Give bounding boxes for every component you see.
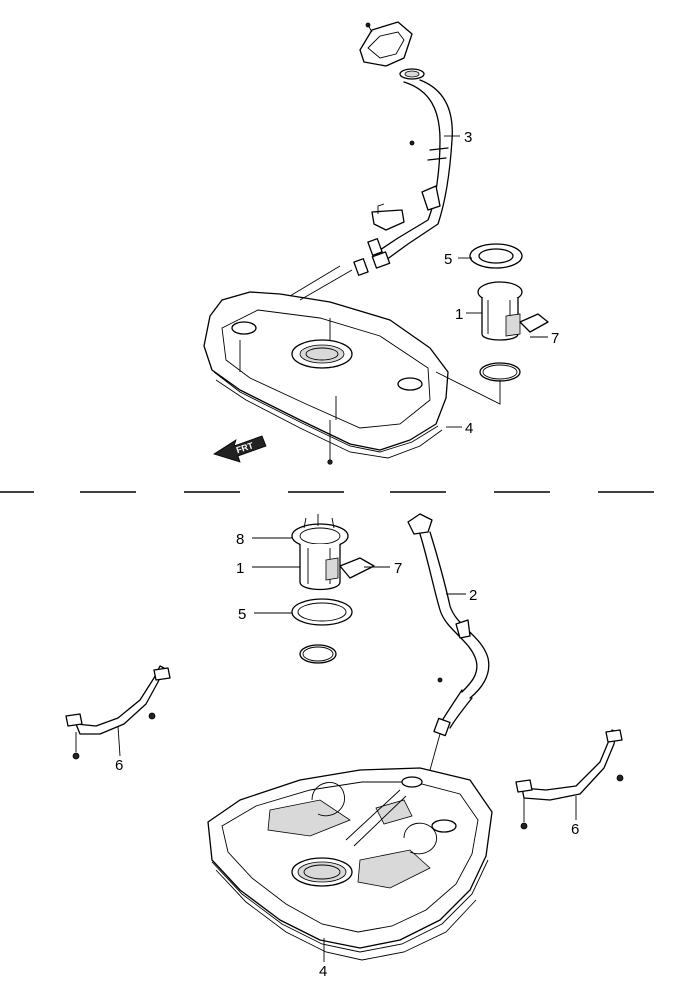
callout-1: 1: [455, 306, 463, 323]
upper-assembly: FRT 3 5 1 7 4: [203, 21, 559, 465]
lower-fuel-pump-module: [291, 514, 375, 664]
callout-6-left: 6: [115, 757, 123, 774]
upper-filler-pipe: [353, 79, 453, 276]
upper-fuel-pump-module: [435, 243, 549, 405]
callout-6-right: 6: [571, 821, 579, 838]
callout-3: 3: [464, 129, 472, 146]
callout-5-lower: 5: [238, 606, 246, 623]
callout-5: 5: [444, 251, 452, 268]
callout-8: 8: [236, 531, 244, 548]
callout-7-lower: 7: [394, 560, 402, 577]
callout-4-lower: 4: [319, 963, 327, 980]
upper-callouts: 3 5 1 7 4: [444, 129, 559, 437]
lower-filler-pipe: [407, 513, 490, 771]
callout-7: 7: [551, 330, 559, 347]
upper-filler-cap: [359, 21, 425, 80]
lower-strap-right: [515, 729, 624, 830]
callout-4: 4: [465, 420, 473, 437]
lower-fuel-tank: [207, 767, 493, 962]
front-direction-arrow-icon: FRT: [213, 435, 267, 463]
callout-2: 2: [469, 587, 477, 604]
upper-fuel-tank: [203, 265, 449, 465]
lower-callouts: 8 1 7 2 5 6 6 4: [115, 531, 579, 980]
lower-assembly: 8 1 7 2 5 6 6 4: [65, 513, 624, 980]
lower-strap-left: [65, 665, 171, 760]
callout-1-lower: 1: [236, 560, 244, 577]
